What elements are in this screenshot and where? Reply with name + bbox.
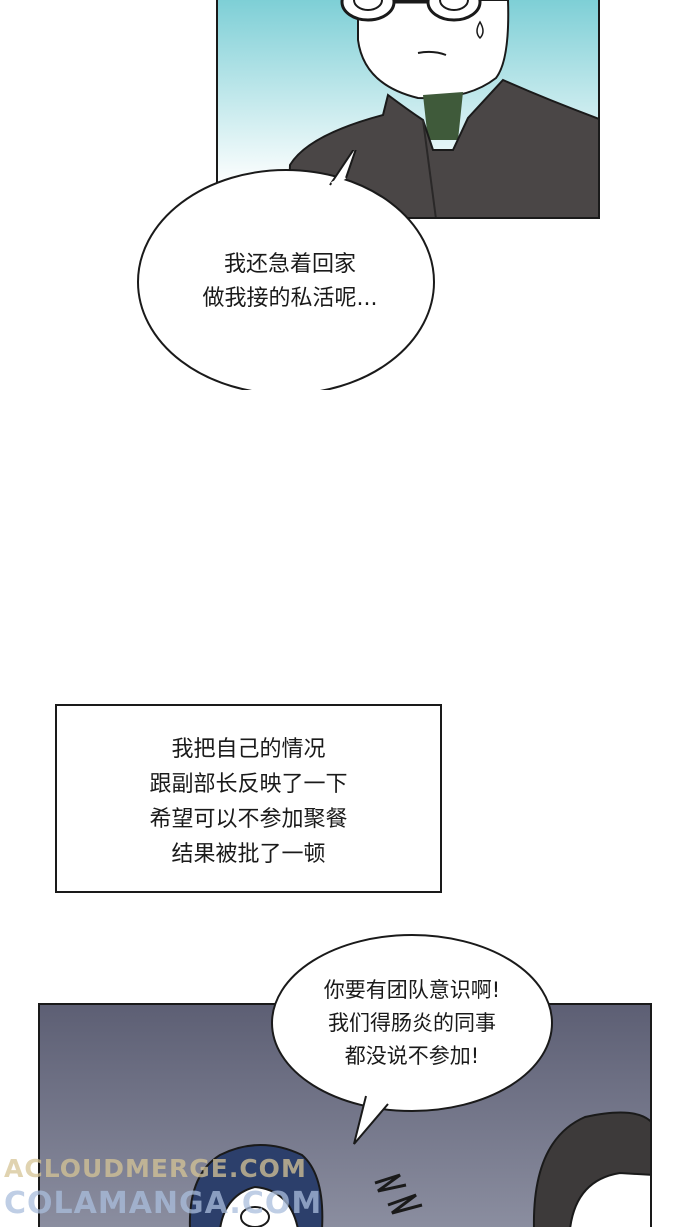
bubble-bottom-line-3: 都没说不参加! bbox=[344, 1044, 480, 1068]
narration-line-4: 结果被批了一顿 bbox=[171, 842, 326, 867]
narration-box: 我把自己的情况 跟副部长反映了一下 希望可以不参加聚餐 结果被批了一顿 bbox=[55, 704, 442, 893]
bubble-bottom-line-1: 你要有团队意识啊! bbox=[323, 978, 501, 1002]
narration-line-2: 跟副部长反映了一下 bbox=[149, 772, 348, 797]
narration-line-1: 我把自己的情况 bbox=[171, 737, 326, 762]
top-panel-artwork bbox=[218, 0, 598, 217]
narration-text: 我把自己的情况 跟副部长反映了一下 希望可以不参加聚餐 结果被批了一顿 bbox=[57, 732, 440, 872]
speech-bubble-top-text: 我还急着回家 做我接的私活呢... bbox=[140, 248, 440, 316]
bubble-top-line-2: 做我接的私活呢... bbox=[202, 286, 378, 312]
narration-line-3: 希望可以不参加聚餐 bbox=[149, 807, 348, 832]
speech-bubble-bottom-text: 你要有团队意识啊! 我们得肠炎的同事 都没说不参加! bbox=[272, 974, 552, 1073]
top-comic-panel bbox=[216, 0, 600, 219]
watermark-colamanga: COLAMANGA.COM bbox=[4, 1186, 323, 1221]
bubble-top-line-1: 我还急着回家 bbox=[223, 252, 356, 277]
speech-bubble-top bbox=[137, 150, 435, 390]
bubble-bottom-line-2: 我们得肠炎的同事 bbox=[328, 1011, 496, 1035]
watermark-acloudmerge: ACLOUDMERGE.COM bbox=[4, 1154, 307, 1183]
speech-bubble-bottom bbox=[271, 934, 553, 1145]
